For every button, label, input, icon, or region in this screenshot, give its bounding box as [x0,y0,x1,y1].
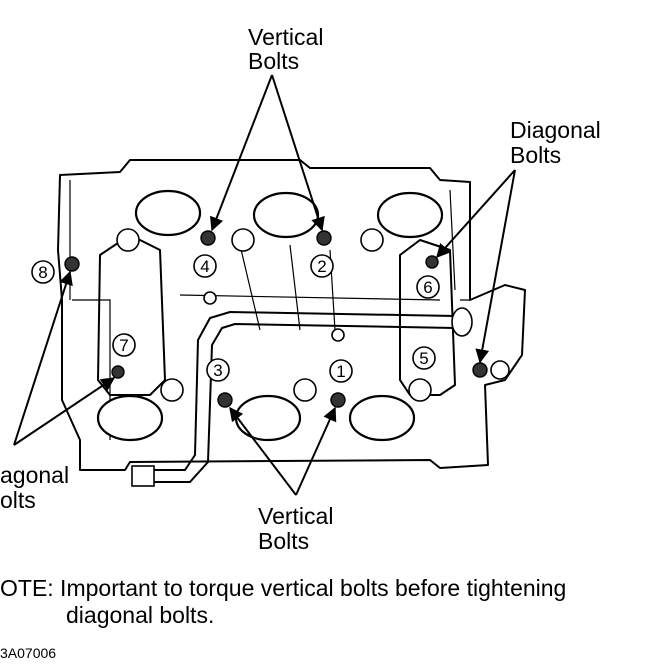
callout-vertical-top-line1: Vertical [248,24,323,50]
bolt-3 [217,392,233,408]
callout-vertical-top: Vertical Bolts [248,24,323,74]
bolt-2 [316,230,332,246]
intake-port-top-right [376,191,444,239]
coolant-tube [150,311,456,471]
bolt-6 [425,255,439,269]
bolt-number-8: 8 [38,263,47,282]
callout-diagonal-left: agonal olts [0,462,69,513]
bolts [64,230,488,408]
manifold-body [57,159,526,487]
intake-port-top-middle [252,191,320,239]
note-line-2: diagonal bolts. [66,602,214,628]
bolt-number-7: 7 [119,336,128,355]
callout-vertical-bottom-line2: Bolts [258,528,309,554]
intake-port-bottom-middle [234,394,302,442]
callout-vertical-bottom-line1: Vertical [258,503,333,529]
intake-port-bottom-right [348,394,416,442]
leader-arrows [13,74,516,496]
bolt-number-1: 1 [336,362,345,381]
bolt-number-2: 2 [317,257,326,276]
bolt-7 [111,365,125,379]
bolt-8 [64,256,80,272]
callout-diagonal-right-line1: Diagonal [510,117,601,143]
bolt-5 [472,362,488,378]
callout-diagonal-right-line2: Bolts [510,142,561,168]
callout-diagonal-left-line1: agonal [0,462,69,488]
intake-port-bottom-left [96,394,164,442]
callout-vertical-top-line2: Bolts [248,48,299,74]
bolt-number-5: 5 [419,349,428,368]
figure-code: 3A07006 [0,645,56,661]
callout-diagonal-left-line2: olts [0,487,36,513]
bolt-number-callouts: 1 2 3 4 5 6 7 8 [31,254,440,383]
bolt-number-6: 6 [423,278,432,297]
callout-vertical-bottom: Vertical Bolts [258,503,333,554]
bolt-4 [200,230,216,246]
bolt-number-4: 4 [200,257,209,276]
bolt-1 [330,392,346,408]
note-line-1: OTE: Important to torque vertical bolts … [0,575,566,601]
callout-diagonal-right: Diagonal Bolts [510,117,601,168]
intake-port-top-left [134,189,202,237]
bolt-number-3: 3 [213,361,222,380]
